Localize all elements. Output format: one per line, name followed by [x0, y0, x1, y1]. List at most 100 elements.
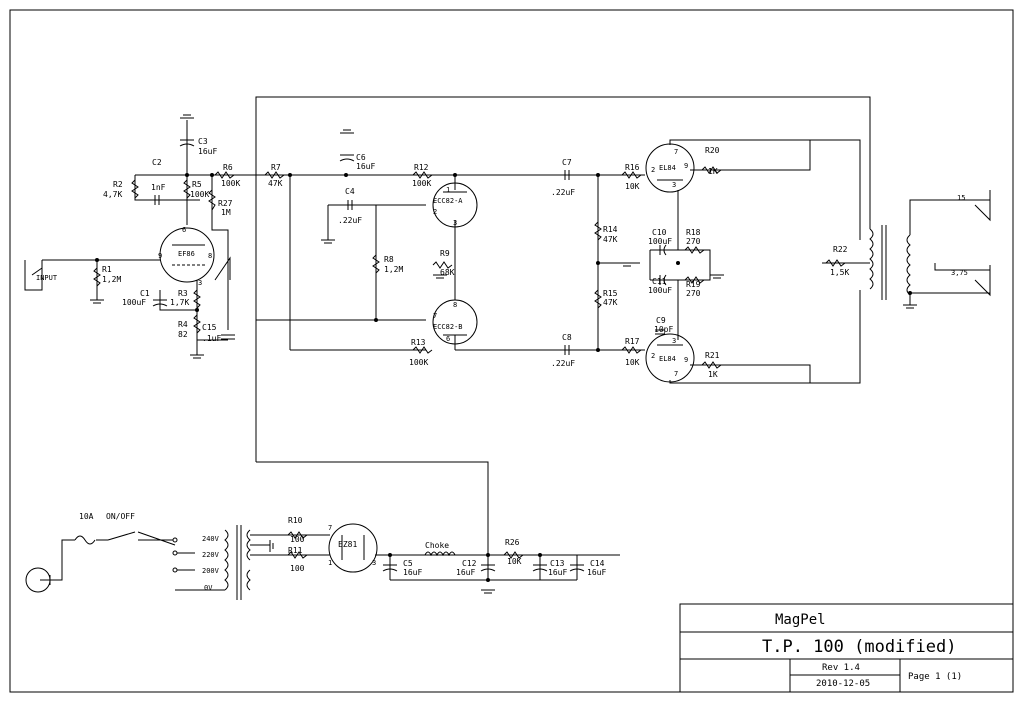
- capacitor-symbols: [152, 139, 667, 572]
- pin: 2: [651, 352, 655, 360]
- r13-ref: R13: [411, 338, 426, 347]
- r27-ref: R27: [218, 199, 233, 208]
- c6-ref: C6: [356, 153, 366, 162]
- c12-value: 16uF: [456, 568, 475, 577]
- pin: 7: [674, 148, 678, 156]
- r4-value: 82: [178, 330, 188, 339]
- c7-ref: C7: [562, 158, 572, 167]
- r22-value: 1,5K: [830, 268, 849, 277]
- pin: 8: [208, 252, 212, 260]
- c14-value: 16uF: [587, 568, 606, 577]
- r7-ref: R7: [271, 163, 281, 172]
- r3-value: 1,7K: [170, 298, 189, 307]
- input-jack-symbol: [24, 260, 43, 291]
- pin: 7: [433, 312, 437, 320]
- drawing-title: T.P. 100 (modified): [762, 637, 956, 657]
- c3-ref: C3: [198, 137, 208, 146]
- output-jacks: [974, 190, 991, 297]
- r3-ref: R3: [178, 289, 188, 298]
- drawing-border: [9, 9, 1014, 693]
- pin: 7: [674, 370, 678, 378]
- r22-ref: R22: [833, 245, 848, 254]
- r16-ref: R16: [625, 163, 640, 172]
- r11-ref: R11: [288, 546, 303, 555]
- pin: 7: [328, 524, 332, 532]
- pin: 9: [684, 356, 688, 364]
- r4-ref: R4: [178, 320, 188, 329]
- c4-value: .22uF: [338, 216, 362, 225]
- r1-value: 1,2M: [102, 275, 121, 284]
- drawing-date: 2010-12-05: [816, 679, 870, 689]
- r26-value: 10K: [507, 557, 522, 566]
- pin: 3: [453, 219, 457, 227]
- company-name: MagPel: [775, 612, 826, 628]
- r12-value: 100K: [412, 179, 431, 188]
- c13-value: 16uF: [548, 568, 567, 577]
- r18-ref: R18: [686, 228, 701, 237]
- c1-value: 100uF: [122, 298, 146, 307]
- r12-ref: R12: [414, 163, 429, 172]
- c2-value: 1nF: [151, 183, 166, 192]
- output-375-label: 3,75: [951, 269, 968, 277]
- pin: 9: [158, 252, 162, 260]
- ground-symbols: [90, 114, 917, 594]
- c2-ref: C2: [152, 158, 162, 167]
- r8-value: 1,2M: [384, 265, 403, 274]
- r16-value: 10K: [625, 182, 640, 191]
- choke-symbol: [424, 551, 456, 557]
- page-number: Page 1 (1): [908, 672, 962, 682]
- r17-ref: R17: [625, 337, 640, 346]
- title-block: MagPel T.P. 100 (modified) Rev 1.4 2010-…: [679, 603, 1014, 693]
- r17-value: 10K: [625, 358, 640, 367]
- r5-ref: R5: [192, 180, 202, 189]
- v3-label: EL84: [659, 164, 676, 172]
- pin: 3: [672, 337, 676, 345]
- r10-ref: R10: [288, 516, 303, 525]
- c10-value: 100uF: [648, 237, 672, 246]
- r1-ref: R1: [102, 265, 112, 274]
- r9-ref: R9: [440, 249, 450, 258]
- pin: 3: [672, 181, 676, 189]
- r21-value: 1K: [708, 370, 718, 379]
- c8-ref: C8: [562, 333, 572, 342]
- switch-label: ON/OFF: [106, 512, 135, 521]
- r21-ref: R21: [705, 351, 720, 360]
- pin-labels: 6 9 8 3 1 2 3 8 7 6 7 2 9 3 3 2 9 7 7 1 …: [158, 148, 688, 567]
- r14-ref: R14: [603, 225, 618, 234]
- transformer-symbols: [224, 225, 911, 600]
- c9-ref: C9: [656, 316, 666, 325]
- revision: Rev 1.4: [822, 663, 860, 673]
- r19-value: 270: [686, 289, 701, 298]
- c9-value: 10pF: [654, 325, 673, 334]
- r2-value: 4,7K: [103, 190, 122, 199]
- r14-value: 47K: [603, 235, 618, 244]
- v2a-label: ECC82-A: [433, 197, 463, 205]
- choke-label: Choke: [425, 541, 449, 550]
- c11-value: 100uF: [648, 286, 672, 295]
- r20-ref: R20: [705, 146, 720, 155]
- junction-dots: [95, 173, 912, 582]
- pin: 8: [453, 301, 457, 309]
- c11-ref: C11: [652, 277, 667, 286]
- v1-label: EF86: [178, 250, 195, 258]
- c10-ref: C10: [652, 228, 667, 237]
- r9-value: 68K: [440, 268, 455, 277]
- tap-0-label: 0V: [204, 584, 213, 592]
- r15-value: 47K: [603, 298, 618, 307]
- r27-value: 1M: [221, 208, 231, 217]
- r10-value: 100: [290, 535, 305, 544]
- r26-ref: R26: [505, 538, 520, 547]
- c14-ref: C14: [590, 559, 605, 568]
- tap-220-label: 220V: [202, 551, 220, 559]
- c6-value: 16uF: [356, 162, 375, 171]
- tap-240-label: 240V: [202, 535, 220, 543]
- tube-symbols: [159, 143, 695, 573]
- pin: 6: [182, 226, 186, 234]
- c13-ref: C13: [550, 559, 565, 568]
- v4-label: EL84: [659, 355, 676, 363]
- c12-ref: C12: [462, 559, 477, 568]
- pin: 3: [198, 279, 202, 287]
- resistor-symbols: [93, 166, 846, 559]
- mains-symbols: [25, 531, 178, 593]
